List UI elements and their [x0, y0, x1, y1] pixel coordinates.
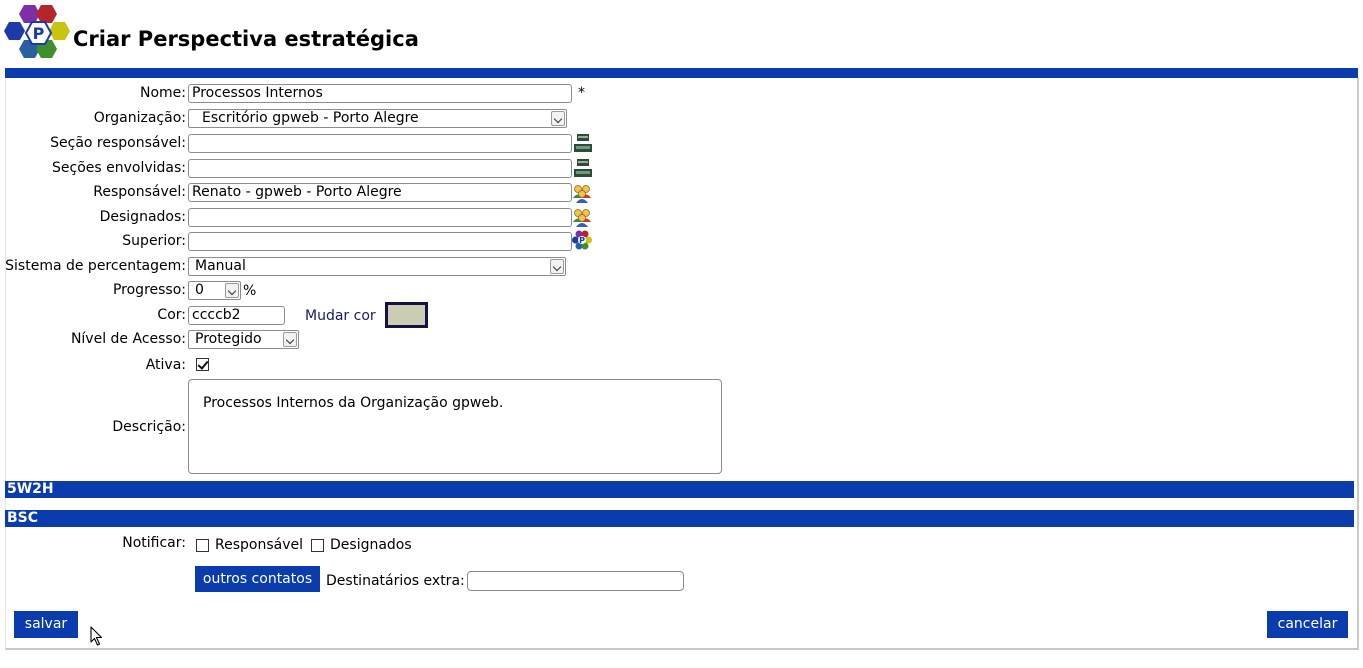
- org-chart-icon[interactable]: [573, 158, 593, 178]
- nivel-acesso-select[interactable]: Protegido: [188, 330, 299, 349]
- notify-responsavel-label: Responsável: [215, 537, 303, 553]
- section-5w2h[interactable]: 5W2H: [5, 481, 1354, 498]
- responsavel-input[interactable]: Renato - gpweb - Porto Alegre: [188, 183, 572, 202]
- sistema-percentagem-select[interactable]: Manual: [188, 257, 566, 276]
- sistema-percentagem-value: Manual: [195, 258, 246, 274]
- svg-text:P: P: [579, 236, 585, 245]
- hexagon-logo-icon[interactable]: P: [572, 230, 592, 250]
- app-logo-icon: P: [4, 5, 70, 58]
- nome-input[interactable]: Processos Internos: [188, 84, 572, 103]
- outros-contatos-button[interactable]: outros contatos: [195, 566, 320, 592]
- users-icon[interactable]: [572, 183, 592, 203]
- cor-input[interactable]: ccccb2: [188, 306, 285, 325]
- responsavel-label: Responsável:: [93, 184, 186, 200]
- destinatarios-label: Destinatários extra:: [326, 573, 465, 589]
- svg-text:P: P: [33, 24, 45, 43]
- chevron-down-icon: [283, 332, 297, 347]
- mudar-cor-link[interactable]: Mudar cor: [305, 308, 376, 324]
- users-icon[interactable]: [572, 207, 592, 227]
- percent-unit: %: [243, 283, 257, 299]
- organizacao-label: Organização:: [93, 110, 186, 126]
- form-frame: [5, 78, 1359, 650]
- progresso-value: 0: [195, 282, 204, 298]
- progresso-label: Progresso:: [112, 282, 186, 298]
- progresso-select[interactable]: 0: [188, 281, 241, 300]
- color-swatch[interactable]: [385, 302, 428, 328]
- notificar-label: Notificar:: [122, 535, 186, 551]
- chevron-down-icon: [225, 283, 239, 298]
- superior-label: Superior:: [122, 233, 186, 249]
- nome-label: Nome:: [139, 85, 186, 101]
- nivel-acesso-value: Protegido: [195, 331, 262, 347]
- chevron-down-icon: [551, 111, 565, 126]
- ativa-checkbox[interactable]: [196, 358, 209, 371]
- notify-responsavel-checkbox[interactable]: [196, 539, 209, 552]
- page-title: Criar Perspectiva estratégica: [73, 27, 419, 51]
- secao-responsavel-label: Seção responsável:: [50, 135, 186, 151]
- notify-designados-checkbox[interactable]: [311, 539, 324, 552]
- organizacao-select[interactable]: Escritório gpweb - Porto Alegre: [188, 109, 567, 128]
- notify-designados-label: Designados: [330, 537, 412, 553]
- secoes-envolvidas-input[interactable]: [188, 159, 572, 178]
- cancel-button[interactable]: cancelar: [1267, 611, 1348, 638]
- mouse-cursor-icon: [90, 626, 103, 646]
- cor-label: Cor:: [157, 307, 186, 323]
- header-bar: [5, 68, 1358, 78]
- sistema-percentagem-label: Sistema de percentagem:: [5, 258, 186, 274]
- nivel-acesso-label: Nível de Acesso:: [70, 331, 186, 347]
- designados-label: Designados:: [99, 209, 186, 225]
- secao-responsavel-input[interactable]: [188, 134, 572, 153]
- descricao-textarea[interactable]: Processos Internos da Organização gpweb.: [188, 379, 722, 474]
- designados-input[interactable]: [188, 208, 572, 227]
- required-mark: *: [578, 85, 585, 101]
- org-chart-icon[interactable]: [573, 133, 593, 153]
- section-bsc[interactable]: BSC: [5, 510, 1354, 527]
- save-button[interactable]: salvar: [14, 611, 78, 638]
- ativa-label: Ativa:: [145, 357, 186, 373]
- chevron-down-icon: [550, 259, 564, 274]
- descricao-label: Descrição:: [112, 419, 186, 435]
- secoes-envolvidas-label: Seções envolvidas:: [52, 160, 186, 176]
- organizacao-value: Escritório gpweb - Porto Alegre: [202, 110, 419, 126]
- superior-input[interactable]: [188, 232, 572, 251]
- destinatarios-input[interactable]: [467, 571, 684, 591]
